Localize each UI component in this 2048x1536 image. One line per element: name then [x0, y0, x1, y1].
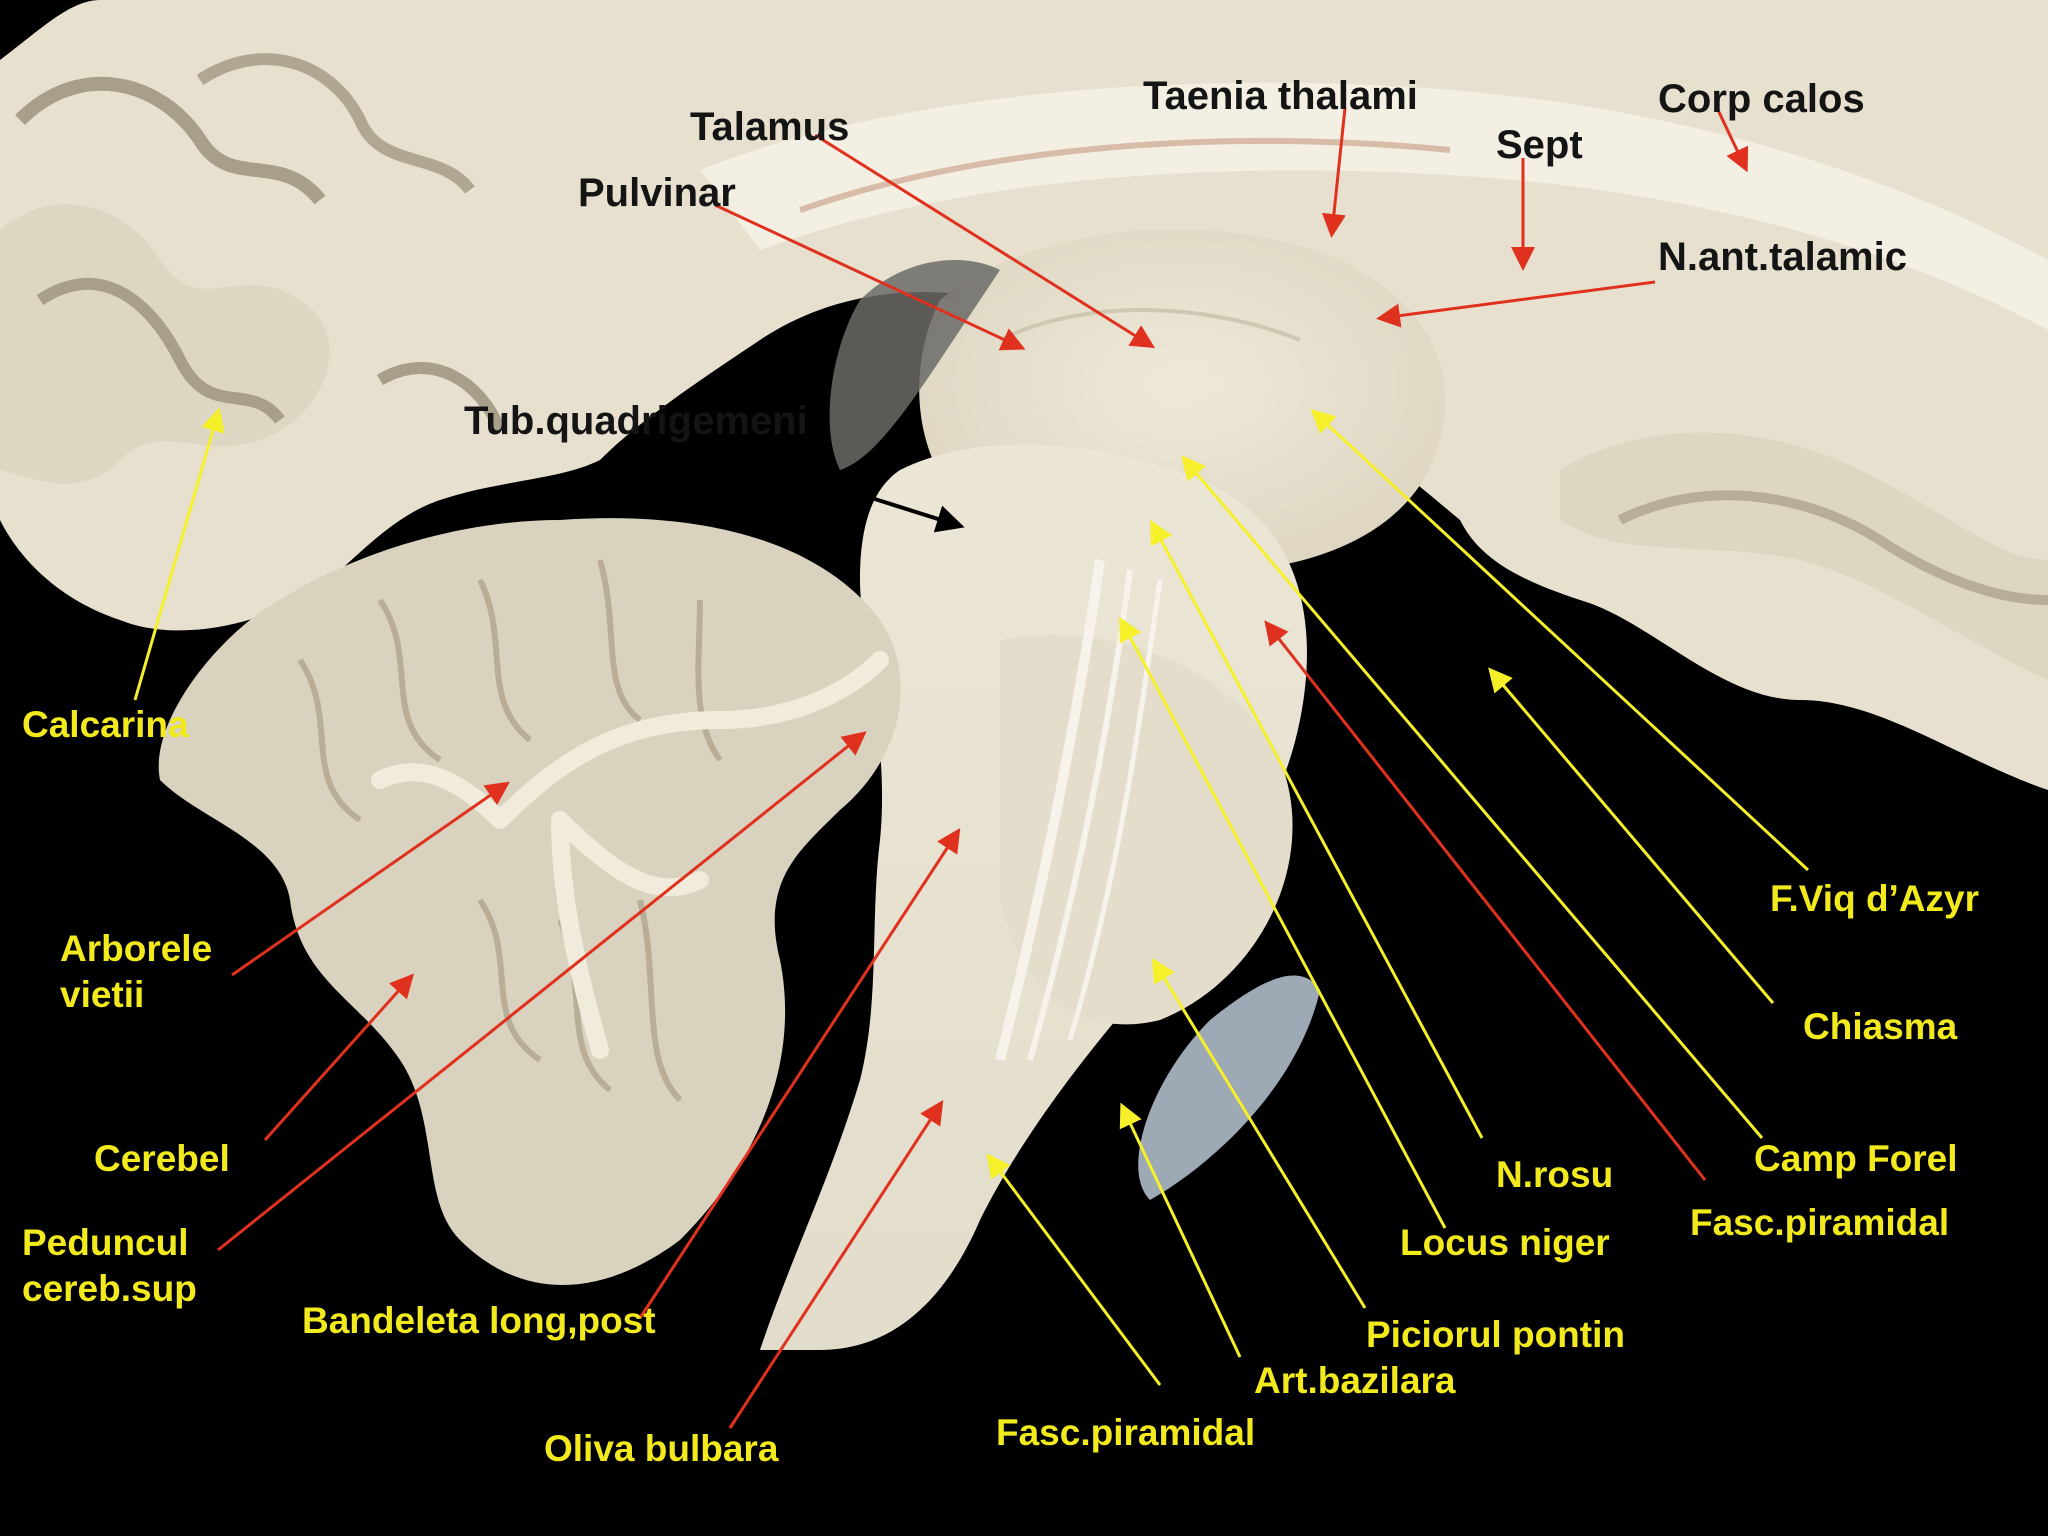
arrow-f-viq [1310, 408, 1810, 872]
arrow-bandeleta [638, 827, 961, 1319]
label-calcarina: Calcarina [22, 704, 189, 745]
label-peduncul-line2: cereb.sup [22, 1268, 197, 1309]
cerebral-cortex [0, 0, 2048, 790]
arrow-tub-quadrigemeni [649, 426, 965, 533]
arrow-locus-niger [1119, 616, 1447, 1229]
arrow-piciorul-pontin [1151, 957, 1367, 1309]
label-fasc-piramidal-bottom: Fasc.piramidal [996, 1412, 1256, 1453]
arrow-corp-calos [1716, 109, 1749, 173]
label-art-bazilara: Art.bazilara [1254, 1360, 1456, 1401]
label-n-ant-talamic: N.ant.talamic [1658, 235, 1907, 279]
label-arborele-vietii-line1: Arborele [60, 928, 213, 969]
label-camp-forel: Camp Forel [1754, 1138, 1958, 1179]
cerebellum [158, 518, 901, 1285]
label-cerebel: Cerebel [94, 1138, 230, 1179]
label-tub-quadrigemeni: Tub.quadrigemeni [464, 399, 808, 443]
arrow-pulvinar [714, 203, 1026, 351]
arrow-art-bazilara [1119, 1102, 1242, 1358]
arrow-fasc-piramidal-right [1264, 620, 1707, 1181]
label-fasc-piramidal-right: Fasc.piramidal [1690, 1202, 1950, 1243]
label-sept: Sept [1496, 123, 1583, 167]
arrow-chiasma [1488, 667, 1775, 1004]
label-piciorul-pontin: Piciorul pontin [1366, 1314, 1625, 1355]
arrow-oliva-bulbara [728, 1099, 944, 1429]
arrow-camp-forel [1181, 455, 1764, 1139]
basilar-artery [1138, 975, 1320, 1200]
arrow-talamus [814, 133, 1156, 349]
arrow-peduncul-cereb-sup [217, 731, 867, 1252]
arrow-cerebel [263, 973, 415, 1142]
label-n-rosu: N.rosu [1496, 1154, 1614, 1195]
label-corp-calos: Corp calos [1658, 77, 1865, 121]
arrow-taenia-thalami [1321, 107, 1347, 238]
label-taenia-thalami: Taenia thalami [1143, 74, 1418, 118]
label-locus-niger: Locus niger [1400, 1222, 1610, 1263]
arrow-n-rosu [1150, 519, 1484, 1139]
label-oliva-bulbara: Oliva bulbara [544, 1428, 779, 1469]
ventricle-shadow [829, 260, 1000, 470]
arrow-arborele-vietii [231, 781, 510, 977]
arrow-calcarina [133, 407, 225, 701]
label-peduncul-line1: Peduncul [22, 1222, 189, 1263]
label-talamus: Talamus [690, 105, 850, 149]
arrow-n-ant-talamic [1376, 280, 1656, 328]
label-arborele-vietii-line2: vietii [60, 974, 145, 1015]
annotation-arrows [133, 107, 1810, 1429]
arrow-fasc-piramidal-bottom [986, 1153, 1162, 1386]
label-pulvinar: Pulvinar [578, 171, 736, 215]
label-bandeleta: Bandeleta long,post [302, 1300, 656, 1341]
label-f-viq: F.Viq d’Azyr [1770, 878, 1980, 919]
label-chiasma: Chiasma [1803, 1006, 1958, 1047]
